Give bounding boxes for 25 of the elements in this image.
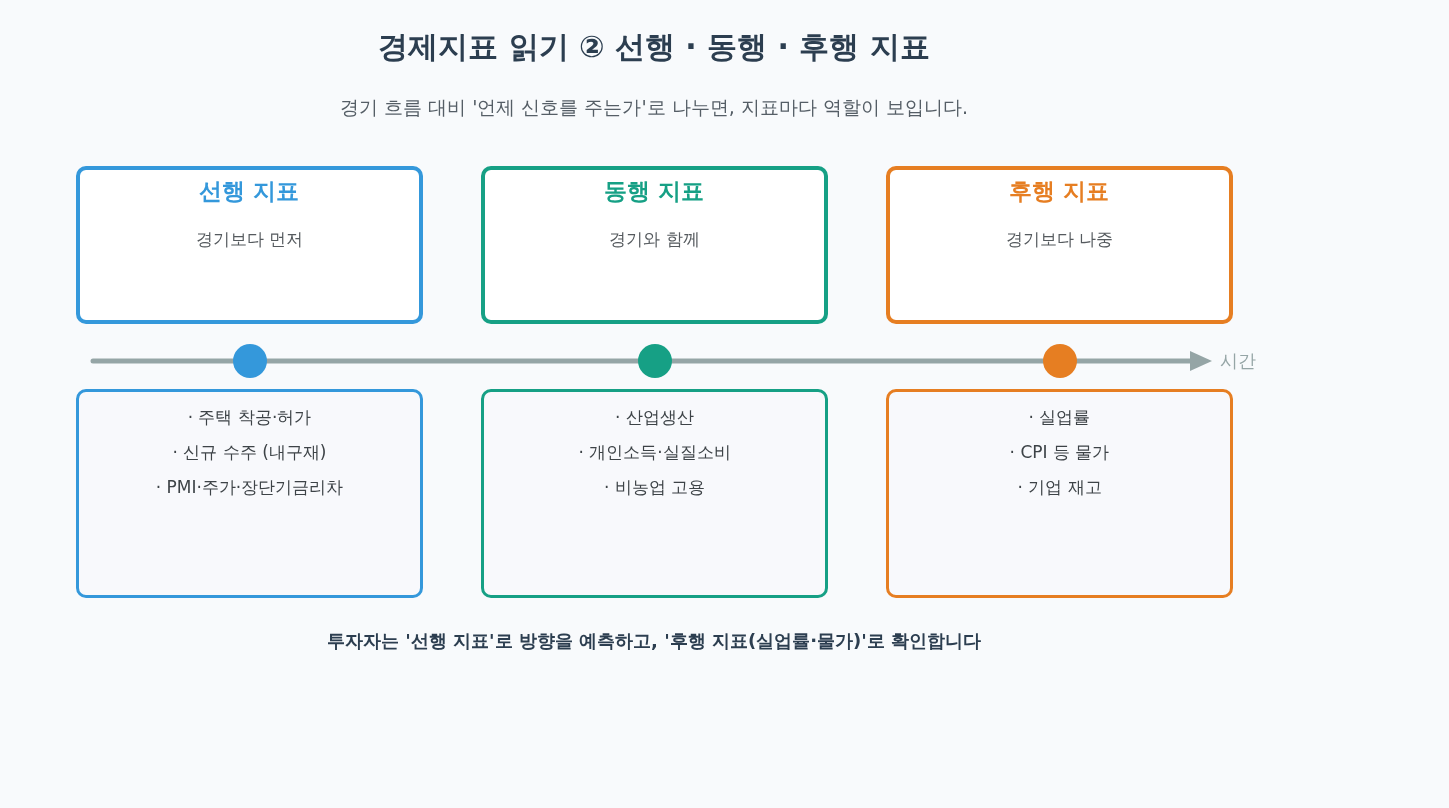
indicator-list-card bbox=[481, 389, 828, 598]
card-text: 경기와 함께 bbox=[609, 228, 700, 251]
card-text: 경기보다 먼저 bbox=[195, 228, 304, 251]
subtitle: 경기 흐름 대비 '언제 신호를 주는가'로 나누면, 지표마다 역할이 보입니다. bbox=[340, 95, 968, 120]
indicator-list-card bbox=[76, 389, 423, 598]
list-item: · 주택 착공·허가 bbox=[187, 406, 312, 429]
diagram-title: 경제지표 읽기 ② 선행 · 동행 · 후행 지표 bbox=[378, 28, 930, 66]
card-heading: 선행 지표 bbox=[199, 177, 300, 206]
category-card bbox=[886, 166, 1233, 324]
list-item: · CPI 등 물가 bbox=[1009, 441, 1110, 464]
summary-note: 투자자는 '선행 지표'로 방향을 예측하고, '후행 지표(실업률·물가)'로 확인합니다 bbox=[326, 629, 981, 653]
indicator-list-card bbox=[886, 389, 1233, 598]
card-text: 경기보다 나중 bbox=[1005, 228, 1114, 251]
card-heading: 동행 지표 bbox=[604, 177, 705, 206]
list-item: · 비농업 고용 bbox=[603, 476, 706, 499]
list-item: · 산업생산 bbox=[615, 406, 694, 429]
category-card bbox=[76, 166, 423, 324]
list-item: · PMI·주가·장단기금리차 bbox=[155, 476, 344, 499]
axis-label: 시간 bbox=[1220, 349, 1256, 373]
card-heading: 후행 지표 bbox=[1009, 177, 1110, 206]
category-card bbox=[481, 166, 828, 324]
list-item: · 개인소득·실질소비 bbox=[578, 441, 731, 464]
list-item: · 신규 수주 (내구재) bbox=[172, 441, 327, 464]
list-item: · 실업률 bbox=[1028, 406, 1091, 429]
list-item: · 기업 재고 bbox=[1017, 476, 1102, 499]
